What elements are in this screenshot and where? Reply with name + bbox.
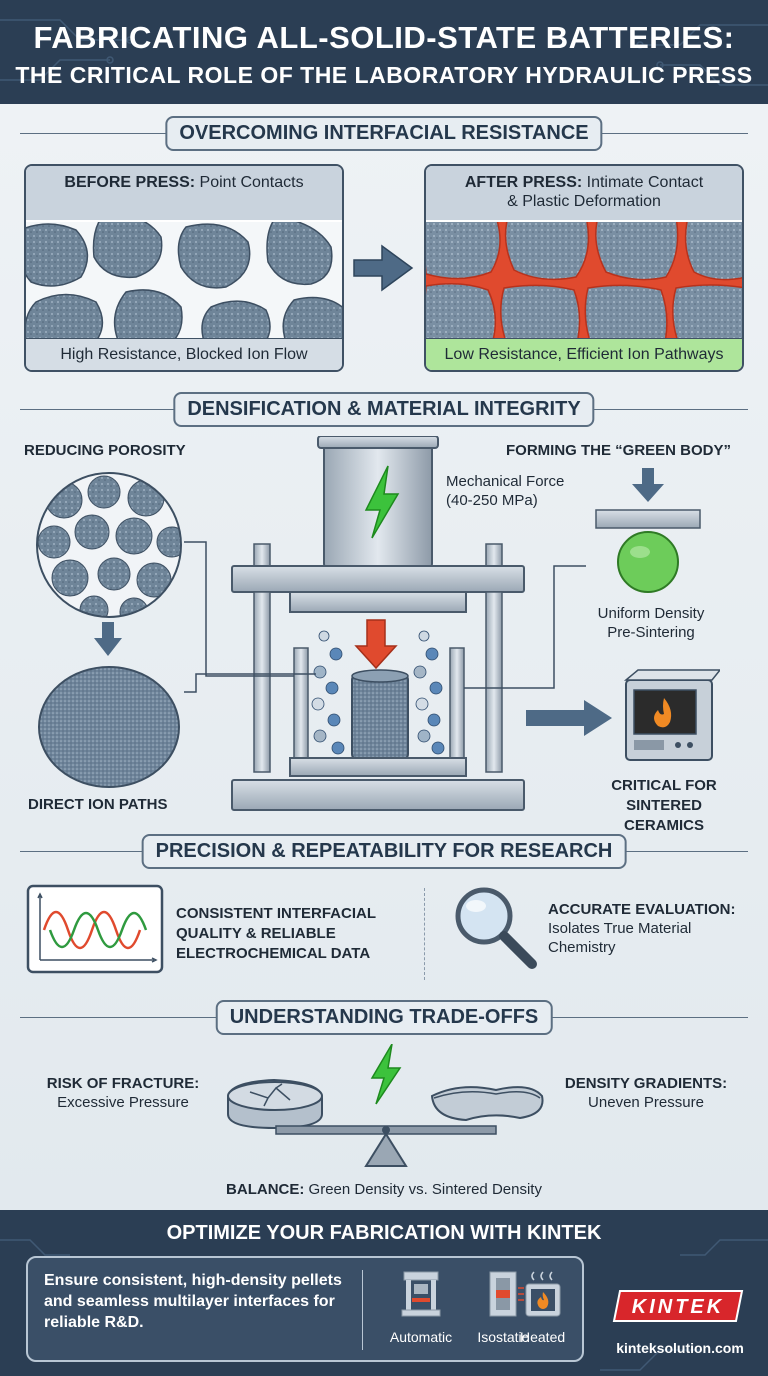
after-press-title: AFTER PRESS: Intimate Contact& Plastic D… (426, 166, 742, 220)
green-body-forming-diagram (595, 468, 701, 593)
cta-body: Ensure consistent, high-density pellets … (44, 1272, 342, 1331)
green-body-label: FORMING THE “GREEN BODY” (506, 442, 732, 459)
option-isostatic[interactable]: Isostatic (462, 1270, 544, 1345)
after-press-panel: AFTER PRESS: Intimate Contact& Plastic D… (424, 164, 744, 372)
down-arrow-icon (94, 622, 122, 656)
before-press-title: BEFORE PRESS: Point Contacts (26, 166, 342, 220)
cta-title: OPTIMIZE YOUR FABRICATION WITH KINTEK (166, 1222, 602, 1244)
connector-lines (184, 541, 586, 693)
cta-footer: OPTIMIZE YOUR FABRICATION WITH KINTEK En… (0, 1210, 768, 1376)
isostatic-press-icon (489, 1271, 524, 1317)
heated-press-icon (525, 1271, 561, 1317)
header-banner: FABRICATING ALL-SOLID-STATE BATTERIES: T… (0, 0, 768, 104)
density-gradients-label: DENSITY GRADIENTS:Uneven Pressure (564, 1075, 728, 1111)
section3-divider (424, 888, 425, 980)
porous-particles-circle (36, 472, 182, 618)
risk-fracture-label: RISK OF FRACTURE:Excessive Pressure (46, 1075, 200, 1111)
after-press-footer: Low Resistance, Efficient Ion Pathways (426, 338, 742, 370)
automatic-press-icon (401, 1271, 441, 1317)
cta-card: Ensure consistent, high-density pellets … (26, 1256, 584, 1362)
kintek-logo: KINTEK (612, 1290, 744, 1322)
kintek-website[interactable]: kinteksolution.com (616, 1340, 744, 1356)
data-chart-icon (26, 884, 164, 974)
page-title: FABRICATING ALL-SOLID-STATE BATTERIES: (33, 20, 735, 55)
page-subtitle: THE CRITICAL ROLE OF THE LABORATORY HYDR… (15, 62, 753, 88)
right-arrow-icon-2 (526, 700, 612, 736)
magnifier-icon (455, 887, 537, 969)
before-press-panel: BEFORE PRESS: Point Contacts High Resist… (24, 164, 344, 372)
circuit-pattern (0, 19, 768, 86)
accurate-evaluation-label: ACCURATE EVALUATION:Isolates True Materi… (548, 901, 736, 956)
balance-scale-illustration (227, 1044, 544, 1167)
svg-text:KINTEK: KINTEK (632, 1296, 724, 1318)
section-heading-precision: PRECISION & REPEATABILITY FOR RESEARCH (20, 834, 748, 869)
balance-label: BALANCE: Green Density vs. Sintered Dens… (226, 1181, 542, 1198)
point-contact-particles (26, 222, 342, 338)
intimate-contact-particles (426, 222, 742, 338)
right-arrow-icon (353, 244, 414, 292)
option-automatic[interactable]: Automatic (380, 1270, 462, 1345)
direct-ion-paths-label: DIRECT ION PATHS (28, 796, 168, 813)
furnace-icon (623, 669, 720, 761)
before-press-footer: High Resistance, Blocked Ion Flow (26, 338, 342, 370)
hydraulic-press-illustration (231, 436, 525, 811)
section-heading-densification: DENSIFICATION & MATERIAL INTEGRITY (20, 392, 748, 427)
mechanical-force-label: Mechanical Force(40-250 MPa) (446, 473, 565, 509)
section-heading-interfacial: OVERCOMING INTERFACIAL RESISTANCE (20, 116, 748, 151)
section-heading-tradeoffs: UNDERSTANDING TRADE-OFFS (20, 1000, 748, 1035)
circuit-pattern-footer (0, 1239, 768, 1371)
dense-particles-circle (38, 666, 180, 788)
reducing-porosity-label: REDUCING POROSITY (24, 442, 186, 459)
option-heated[interactable]: Heated (520, 1270, 565, 1345)
